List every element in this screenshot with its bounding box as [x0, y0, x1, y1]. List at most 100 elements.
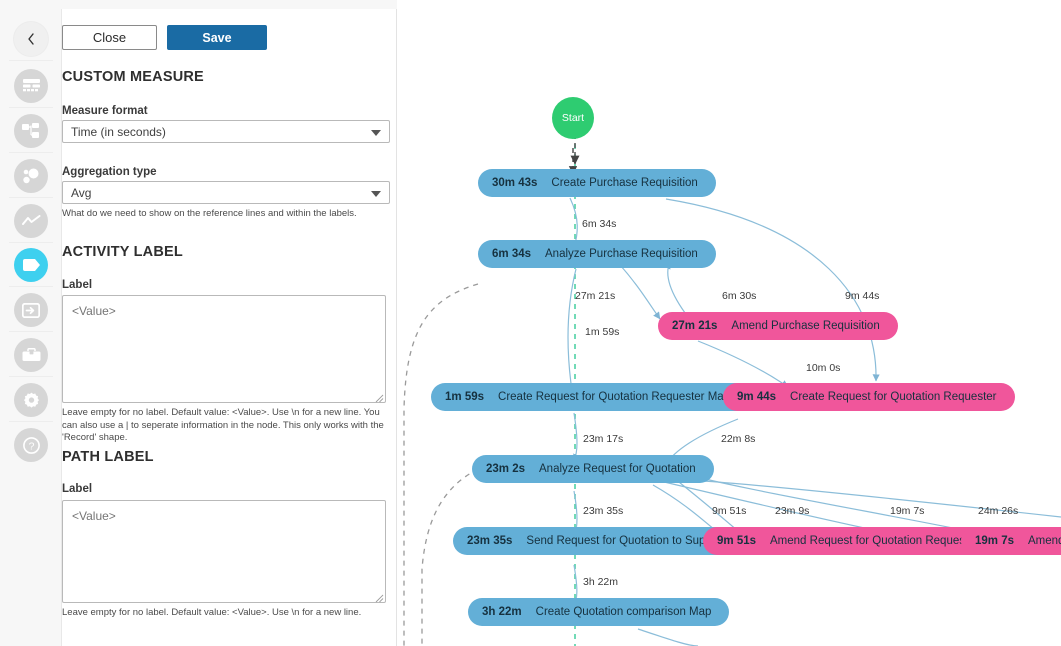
node-analyze-purchase-requisition[interactable]: 6m 34s Analyze Purchase Requisition	[478, 240, 716, 268]
node-label: Create Quotation comparison Map	[535, 606, 712, 618]
edge-label: 6m 34s	[582, 218, 617, 230]
node-metric: 19m 7s	[975, 535, 1015, 547]
edge-label: 24m 26s	[978, 505, 1019, 517]
save-button[interactable]: Save	[167, 25, 267, 50]
rail-item-help[interactable]: ?	[14, 428, 48, 462]
question-mark-icon: ?	[22, 436, 40, 454]
edge-label: 1m 59s	[585, 326, 620, 338]
node-label: Analyze Purchase Requisition	[545, 248, 698, 260]
icon-rail: ?	[0, 9, 62, 646]
chevron-left-icon	[28, 33, 34, 45]
edge-label: 10m 0s	[806, 362, 841, 374]
rail-item-export[interactable]	[14, 293, 48, 327]
rail-item-process-map[interactable]	[14, 114, 48, 148]
edge-label: 9m 51s	[712, 505, 747, 517]
node-analyze-request-for-quotation[interactable]: 23m 2s Analyze Request for Quotation	[472, 455, 714, 483]
edge-label: 9m 44s	[845, 290, 880, 302]
node-metric: 9m 51s	[717, 535, 757, 547]
collapse-panel-button[interactable]	[14, 22, 48, 56]
custom-measure-heading: CUSTOM MEASURE	[62, 69, 204, 85]
rail-divider	[9, 60, 53, 61]
node-metric: 23m 35s	[467, 535, 513, 547]
tag-icon	[22, 259, 40, 271]
node-label: Create Request for Quotation Requester M…	[498, 391, 754, 403]
activity-label-field-label: Label	[62, 279, 93, 291]
aggregation-type-select[interactable]: Avg	[62, 181, 390, 204]
rail-item-data-table[interactable]	[14, 69, 48, 103]
edge-label: 23m 9s	[775, 505, 810, 517]
chevron-down-icon	[371, 191, 381, 197]
activity-label-heading: ACTIVITY LABEL	[62, 244, 183, 260]
node-amend-rfq-requester[interactable]: 9m 51s Amend Request for Quotation Reque…	[703, 527, 997, 555]
node-label: Amend Req	[1028, 535, 1061, 547]
node-label: Send Request for Quotation to Supplier	[526, 535, 728, 547]
node-metric: 30m 43s	[492, 177, 538, 189]
custom-measure-panel: Close Save CUSTOM MEASURE Measure format…	[62, 9, 397, 646]
rail-item-settings[interactable]	[14, 383, 48, 417]
measure-format-value: Time (in seconds)	[71, 124, 166, 139]
path-label-input[interactable]	[62, 500, 386, 603]
rail-item-trends[interactable]	[14, 204, 48, 238]
panel-action-buttons: Close Save	[62, 25, 396, 50]
sitemap-icon	[22, 123, 39, 138]
rail-item-labels[interactable]	[14, 248, 48, 282]
node-metric: 9m 44s	[737, 391, 777, 403]
node-create-purchase-requisition[interactable]: 30m 43s Create Purchase Requisition	[478, 169, 716, 197]
rail-divider	[9, 331, 53, 332]
gear-icon	[23, 392, 39, 408]
node-label: Analyze Request for Quotation	[539, 463, 696, 475]
node-amend-request-truncated[interactable]: 19m 7s Amend Req	[961, 527, 1061, 555]
rail-divider	[9, 197, 53, 198]
aggregation-type-value: Avg	[71, 185, 92, 200]
rail-divider	[9, 286, 53, 287]
rail-divider	[9, 421, 53, 422]
node-metric: 6m 34s	[492, 248, 532, 260]
rail-item-analytics[interactable]	[14, 159, 48, 193]
path-label-field-label: Label	[62, 483, 93, 495]
bubble-chart-icon	[23, 168, 39, 184]
table-icon	[22, 78, 40, 91]
rail-divider	[9, 376, 53, 377]
toolbox-icon	[22, 348, 40, 361]
node-label: Amend Purchase Requisition	[731, 320, 880, 332]
start-node[interactable]: Start	[552, 97, 594, 139]
custom-measure-helper-text: What do we need to show on the reference…	[62, 208, 357, 219]
chevron-down-icon	[371, 130, 381, 136]
measure-format-label: Measure format	[62, 105, 148, 117]
edge-label: 19m 7s	[890, 505, 925, 517]
aggregation-type-label: Aggregation type	[62, 166, 157, 178]
node-create-quotation-comparison-map[interactable]: 3h 22m Create Quotation comparison Map	[468, 598, 730, 626]
node-create-rfq-requester[interactable]: 9m 44s Create Request for Quotation Requ…	[723, 383, 1015, 411]
node-metric: 1m 59s	[445, 391, 485, 403]
rail-divider	[9, 242, 53, 243]
rail-item-toolbox[interactable]	[14, 338, 48, 372]
process-map-canvas[interactable]: Start 30m 43s Create Purchase Requisitio…	[398, 9, 1061, 646]
edge-label: 23m 35s	[583, 505, 624, 517]
top-strip-right	[397, 0, 1061, 9]
node-label: Amend Request for Quotation Requester	[770, 535, 979, 547]
rail-divider	[9, 152, 53, 153]
edge-label: 3h 22m	[583, 576, 619, 588]
node-label: Create Purchase Requisition	[551, 177, 698, 189]
node-label: Create Request for Quotation Requester	[790, 391, 997, 403]
node-amend-purchase-requisition[interactable]: 27m 21s Amend Purchase Requisition	[658, 312, 898, 340]
activity-label-input[interactable]	[62, 295, 386, 403]
close-button[interactable]: Close	[62, 25, 157, 50]
line-chart-icon	[21, 214, 40, 225]
node-metric: 3h 22m	[482, 606, 522, 618]
edge-label: 22m 8s	[721, 433, 756, 445]
export-icon	[22, 302, 40, 318]
edge-label: 23m 17s	[583, 433, 624, 445]
node-metric: 23m 2s	[486, 463, 526, 475]
path-label-heading: PATH LABEL	[62, 449, 154, 465]
path-label-helper-text: Leave empty for no label. Default value:…	[62, 607, 362, 618]
node-metric: 27m 21s	[672, 320, 718, 332]
rail-divider	[9, 107, 53, 108]
node-send-rfq-to-supplier[interactable]: 23m 35s Send Request for Quotation to Su…	[453, 527, 746, 555]
node-create-rfq-requester-manager[interactable]: 1m 59s Create Request for Quotation Requ…	[431, 383, 772, 411]
measure-format-select[interactable]: Time (in seconds)	[62, 120, 390, 143]
edge-label: 27m 21s	[575, 290, 616, 302]
activity-label-helper-text: Leave empty for no label. Default value:…	[62, 407, 384, 444]
edge-label: 6m 30s	[722, 290, 757, 302]
